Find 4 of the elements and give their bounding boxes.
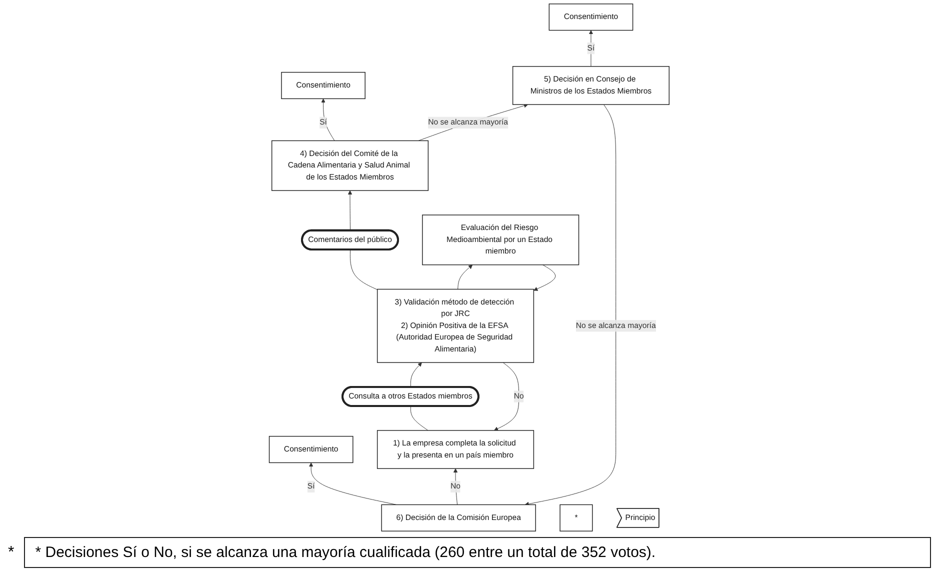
footnote: * Decisiones Sí o No, si se alcanza una mayoría cualificada (260 entre un total de 352 votos). [24,537,931,568]
connector [350,249,378,290]
asterisk-note: * [8,544,14,562]
connector [410,406,429,431]
